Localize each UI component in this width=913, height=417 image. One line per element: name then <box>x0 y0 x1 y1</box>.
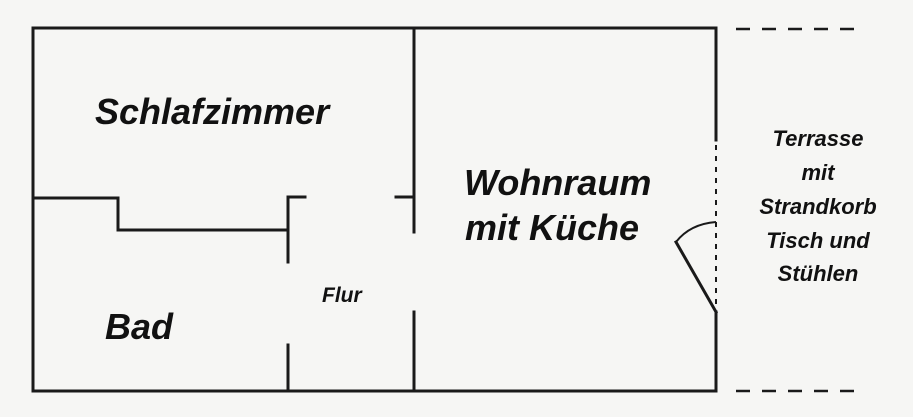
terrace-outline <box>736 27 866 393</box>
terrace-door-swing <box>673 221 719 315</box>
wall-bedroom-bath <box>31 196 288 232</box>
terrace-line2: mit <box>802 160 837 185</box>
label-flur: Flur <box>322 284 363 307</box>
terrace-line4: Tisch und <box>766 228 870 253</box>
label-wohnraum-line2: mit Küche <box>465 207 639 248</box>
terrace-line1: Terrasse <box>773 126 864 151</box>
label-wohnraum-line1: Wohnraum <box>464 162 651 203</box>
label-bad: Bad <box>105 306 174 347</box>
label-schlafzimmer: Schlafzimmer <box>95 91 331 132</box>
label-terrasse: Terrasse mit Strandkorb Tisch und Stühle… <box>759 126 876 286</box>
terrace-line5: Stühlen <box>778 261 859 286</box>
outer-walls <box>31 26 718 393</box>
terrace-line3: Strandkorb <box>759 194 876 219</box>
wall-bath-corridor <box>286 195 307 393</box>
